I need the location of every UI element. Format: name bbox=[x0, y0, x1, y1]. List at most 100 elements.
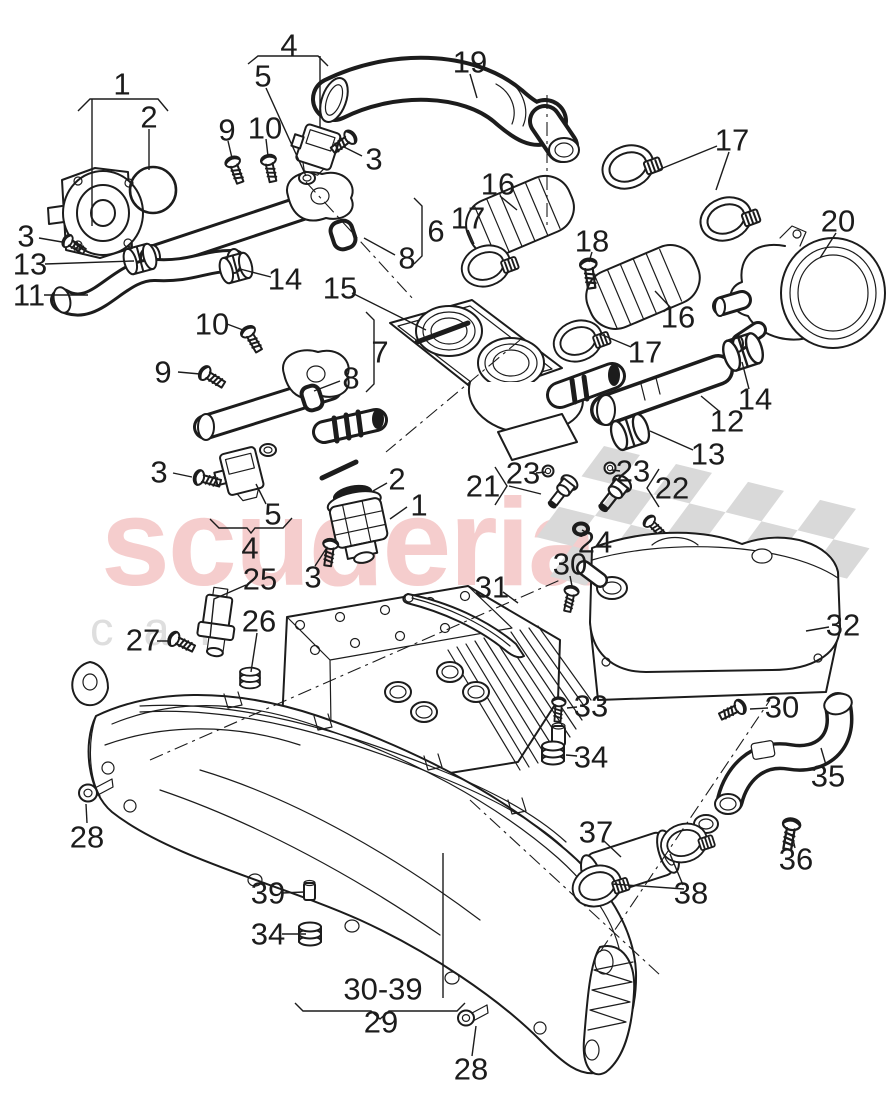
part-label-17: 17 bbox=[715, 123, 749, 158]
part-label-1: 1 bbox=[410, 488, 427, 523]
grommet-26 bbox=[239, 666, 261, 690]
screw-10b bbox=[238, 322, 267, 356]
part-label-11: 11 bbox=[13, 278, 45, 313]
part-label-3: 3 bbox=[365, 142, 382, 177]
leader-line bbox=[700, 395, 720, 412]
leader-line bbox=[599, 333, 632, 348]
leader-line bbox=[820, 747, 827, 766]
valve-33 bbox=[549, 695, 567, 747]
part-label-2: 2 bbox=[140, 100, 157, 135]
leader-line bbox=[372, 482, 388, 492]
leader-line bbox=[265, 87, 307, 177]
part-label-28: 28 bbox=[70, 820, 104, 855]
part-label-8: 8 bbox=[398, 241, 415, 276]
part-label-8: 8 bbox=[342, 361, 359, 396]
leader-line bbox=[565, 754, 578, 757]
construction-line bbox=[469, 799, 661, 976]
leader-line bbox=[314, 548, 327, 567]
leader-line bbox=[172, 472, 193, 478]
part-label-3: 3 bbox=[17, 219, 34, 254]
construction-line bbox=[149, 579, 561, 761]
hose-clamp-17b bbox=[693, 187, 765, 249]
leader-line bbox=[715, 151, 730, 191]
leader-line bbox=[588, 251, 593, 263]
part-label-6: 6 bbox=[427, 214, 444, 249]
checker-cell bbox=[797, 499, 856, 540]
part-label-7: 7 bbox=[371, 335, 388, 370]
leader-line bbox=[741, 361, 750, 390]
leader-line bbox=[611, 883, 685, 890]
cam-sensor-25 bbox=[196, 586, 236, 658]
part-label-14: 14 bbox=[738, 382, 772, 417]
part-label-9: 9 bbox=[218, 113, 235, 148]
part-label-1: 1 bbox=[113, 67, 130, 102]
part-label-16: 16 bbox=[481, 167, 515, 202]
part-label-33: 33 bbox=[574, 689, 608, 724]
part-label-31: 31 bbox=[475, 570, 509, 605]
checker-cell bbox=[595, 485, 654, 525]
part-label-15: 15 bbox=[323, 271, 357, 306]
construction-lines bbox=[149, 95, 771, 976]
part-label-16: 16 bbox=[661, 300, 695, 335]
part-label-37: 37 bbox=[579, 815, 613, 850]
part-label-17: 17 bbox=[451, 201, 485, 236]
bolt-28-bottom bbox=[457, 1004, 489, 1027]
part-label-10: 10 bbox=[195, 307, 229, 342]
intake-hose-19 bbox=[311, 55, 580, 163]
leader-line bbox=[38, 237, 63, 243]
leader-line bbox=[77, 98, 169, 112]
screw-30-right bbox=[716, 696, 749, 725]
leader-line bbox=[44, 260, 135, 265]
part-label-34: 34 bbox=[574, 740, 608, 775]
part-label-21: 21 bbox=[466, 469, 500, 504]
construction-line bbox=[385, 339, 521, 453]
part-label-34: 34 bbox=[251, 917, 285, 952]
part-label-3: 3 bbox=[304, 560, 321, 595]
breather-valve bbox=[326, 484, 389, 564]
leader-line bbox=[294, 1002, 466, 1020]
part-label-24: 24 bbox=[578, 525, 612, 560]
leader-line bbox=[177, 371, 201, 375]
hose-clamp-17a bbox=[595, 135, 667, 197]
part-label-12: 12 bbox=[710, 404, 744, 439]
leader-line bbox=[389, 506, 408, 520]
thermostat-housing bbox=[47, 167, 144, 259]
leader-line bbox=[469, 73, 478, 99]
part-label-30-39: 30-39 bbox=[343, 972, 422, 1007]
leader-line bbox=[669, 853, 684, 886]
leader-line bbox=[467, 229, 475, 245]
part-label-35: 35 bbox=[811, 759, 845, 794]
pressure-sensor-top bbox=[290, 123, 342, 176]
leader-line bbox=[805, 626, 830, 632]
leader-line bbox=[227, 140, 233, 159]
checker-cell bbox=[725, 481, 784, 522]
pin-39 bbox=[303, 879, 316, 901]
part-label-19: 19 bbox=[453, 45, 487, 80]
coolant-hose-11 bbox=[50, 248, 246, 317]
leader-line bbox=[654, 290, 672, 309]
leader-line bbox=[535, 471, 547, 474]
part-label-10: 10 bbox=[248, 111, 282, 146]
part-label-2: 2 bbox=[388, 462, 405, 497]
coolant-pipe-lower bbox=[193, 349, 388, 481]
screw-10a bbox=[259, 152, 282, 185]
part-label-14: 14 bbox=[268, 262, 302, 297]
leader-line bbox=[209, 584, 247, 639]
screw-9a bbox=[222, 153, 249, 187]
corrugated-hose-16b bbox=[585, 244, 701, 330]
leader-line bbox=[239, 268, 272, 278]
part-label-23: 23 bbox=[616, 454, 650, 489]
leader-line bbox=[281, 891, 305, 894]
leader-line bbox=[351, 292, 427, 331]
leader-line bbox=[603, 840, 622, 858]
leader-line bbox=[581, 529, 590, 535]
part-label-23: 23 bbox=[506, 456, 540, 491]
leader-line bbox=[499, 195, 518, 211]
part-label-27: 27 bbox=[126, 623, 160, 658]
outlet-hose-35 bbox=[693, 692, 854, 834]
part-label-20: 20 bbox=[821, 204, 855, 239]
part-label-17: 17 bbox=[628, 335, 662, 370]
part-label-13: 13 bbox=[13, 247, 47, 282]
